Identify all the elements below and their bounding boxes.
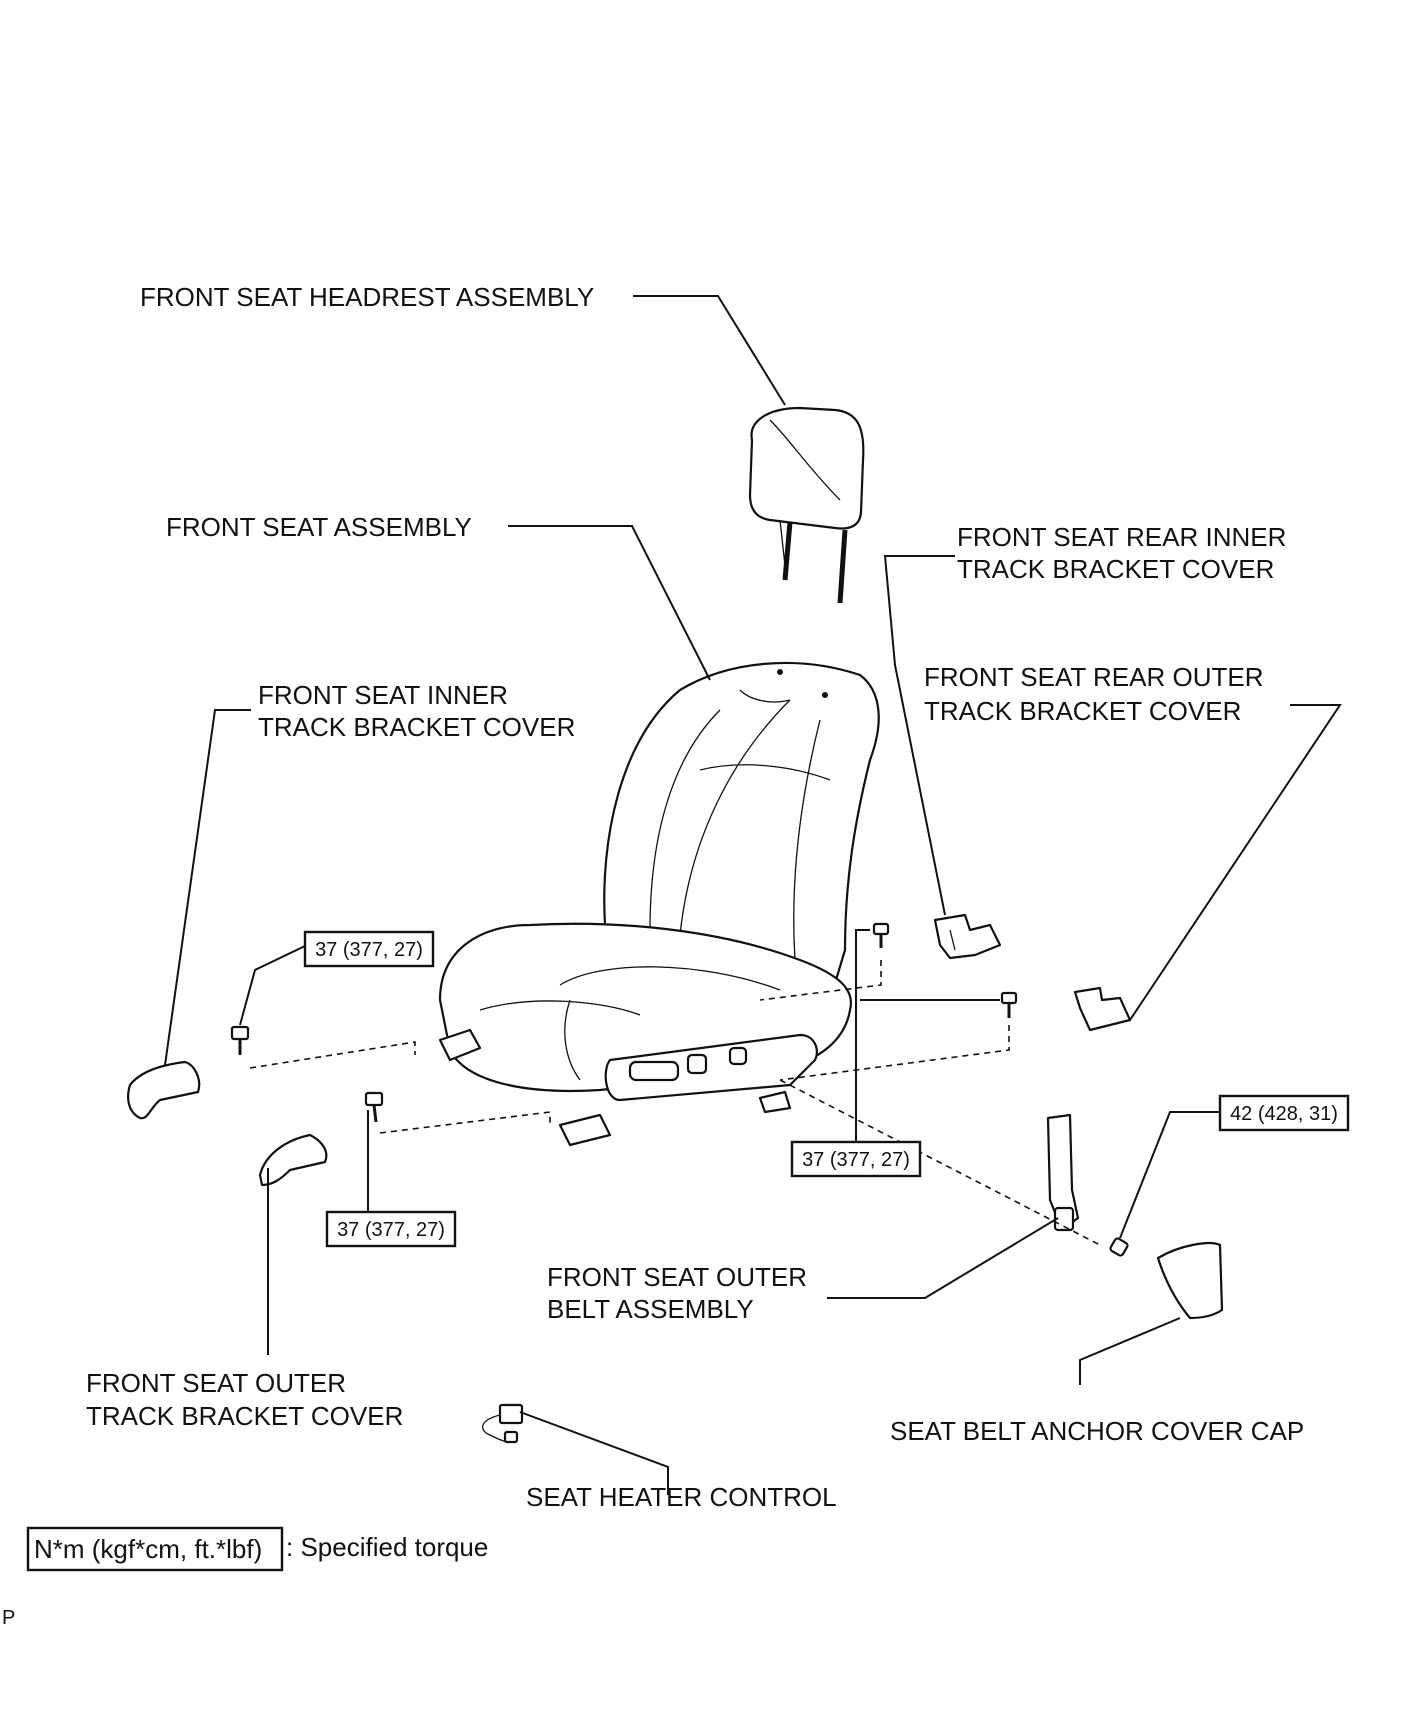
torque-box-3: 37 (377, 27) — [790, 1140, 922, 1178]
bolt-rear-right — [1000, 991, 1018, 1018]
rear-outer-cover-part — [1073, 986, 1132, 1032]
label-outer-track-2: TRACK BRACKET COVER — [86, 1401, 403, 1431]
rear-inner-cover-part — [933, 913, 1002, 960]
outer-cover-part — [258, 1133, 328, 1187]
label-anchor-cap: SEAT BELT ANCHOR COVER CAP — [890, 1416, 1304, 1446]
torque-value-2: 37 (377, 27) — [337, 1219, 445, 1241]
label-headrest: FRONT SEAT HEADREST ASSEMBLY — [140, 282, 594, 312]
torque-box-2: 37 (377, 27) — [325, 1210, 457, 1248]
legend-units: N*m (kgf*cm, ft.*lbf) — [34, 1534, 262, 1564]
torque-legend: N*m (kgf*cm, ft.*lbf) : Specified torque — [26, 1526, 488, 1572]
outer-belt-part — [1046, 1113, 1080, 1232]
headrest-part — [748, 406, 865, 604]
label-inner-2: TRACK BRACKET COVER — [258, 712, 575, 742]
torque-value-1: 37 (377, 27) — [315, 939, 423, 961]
label-rear-outer-1: FRONT SEAT REAR OUTER — [924, 662, 1264, 692]
label-rear-inner-1: FRONT SEAT REAR INNER — [957, 522, 1286, 552]
torque-box-1: 37 (377, 27) — [303, 930, 435, 968]
label-front-seat: FRONT SEAT ASSEMBLY — [166, 512, 472, 542]
inner-cover-part — [127, 1060, 201, 1120]
corner-mark: P — [2, 1607, 15, 1629]
label-inner-1: FRONT SEAT INNER — [258, 680, 508, 710]
label-heater: SEAT HEATER CONTROL — [526, 1482, 837, 1512]
heater-control-part — [481, 1403, 524, 1444]
torque-box-4: 42 (428, 31) — [1218, 1094, 1350, 1132]
bolt-rear-top — [872, 922, 890, 948]
legend-text: : Specified torque — [286, 1532, 488, 1562]
label-outer-track-1: FRONT SEAT OUTER — [86, 1368, 346, 1398]
torque-value-4: 42 (428, 31) — [1230, 1103, 1338, 1125]
label-outer-belt-1: FRONT SEAT OUTER — [547, 1262, 807, 1292]
label-rear-inner-2: TRACK BRACKET COVER — [957, 554, 1274, 584]
bolt-inner — [230, 1025, 250, 1055]
anchor-cap-part — [1156, 1242, 1224, 1320]
torque-value-3: 37 (377, 27) — [802, 1149, 910, 1171]
bolt-outer — [364, 1091, 384, 1123]
label-outer-belt-2: BELT ASSEMBLY — [547, 1294, 754, 1324]
label-rear-outer-2: TRACK BRACKET COVER — [924, 696, 1241, 726]
bolt-belt — [1109, 1237, 1129, 1257]
front-seat-part — [438, 661, 880, 1147]
